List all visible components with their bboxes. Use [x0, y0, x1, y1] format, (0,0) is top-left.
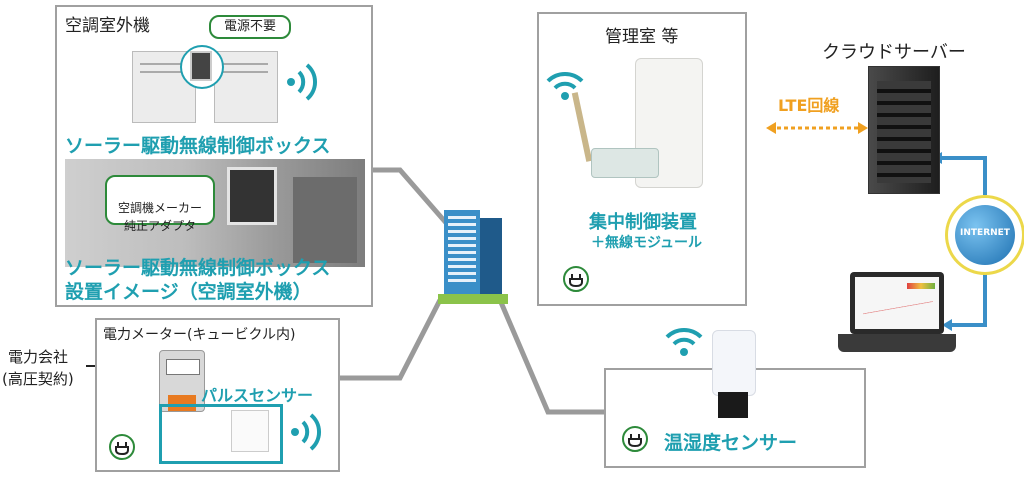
module-base [591, 148, 659, 178]
device-label: 集中制御装置 [589, 212, 697, 233]
control-room-panel: 管理室 等 集中制御装置 ＋無線モジュール [537, 12, 747, 306]
no-power-label: 電源不要 [223, 19, 276, 34]
laptop-icon [838, 272, 956, 366]
meter-panel: 電力メーター(キュービクル内) パルスセンサー [95, 318, 340, 472]
cloud-title: クラウドサーバー [822, 42, 966, 63]
internet-label: INTERNET [960, 228, 1010, 238]
meter-illustration [159, 350, 205, 412]
pulse-sensor-frame [159, 404, 283, 464]
module-label: ＋無線モジュール [591, 235, 703, 251]
meter-title: 電力メーター(キュービクル内) [103, 327, 296, 343]
wireless-module [571, 92, 593, 162]
no-power-bubble: 電源不要 [209, 15, 291, 39]
lte-label: LTE回線 [778, 96, 840, 115]
install-label-line2: 設置イメージ（空調室外機） [65, 281, 312, 303]
ac-unit-illustration [132, 45, 282, 125]
solar-box-label: ソーラー駆動無線制御ボックス [65, 135, 331, 157]
outdoor-unit-title: 空調室外機 [65, 16, 150, 36]
plug-icon [109, 434, 135, 460]
wifi-icon [285, 62, 321, 102]
install-label-line1: ソーラー駆動無線制御ボックス [65, 257, 331, 279]
pulse-sensor-device [231, 410, 269, 452]
control-room-title: 管理室 等 [605, 27, 679, 47]
adapter-label: 空調機メーカー 純正アダプタ [117, 201, 202, 233]
plug-icon [563, 266, 589, 292]
outdoor-unit-panel: 空調室外機 電源不要 ソーラー駆動無線制御ボックス 空調機メーカー 純正アダプタ… [55, 5, 373, 307]
internet-globe-icon: INTERNET [948, 198, 1022, 272]
power-company-label-2: (高圧契約) [2, 370, 74, 388]
sensor-device [712, 330, 756, 420]
pulse-sensor-label: パルスセンサー [201, 386, 314, 405]
server-icon [868, 66, 940, 194]
sensor-panel: 温湿度センサー [604, 368, 866, 468]
power-company-label-1: 電力会社 [8, 348, 69, 366]
wifi-icon [545, 66, 585, 102]
sensor-label: 温湿度センサー [664, 432, 798, 454]
plug-icon [622, 426, 648, 452]
wifi-icon [289, 412, 325, 452]
building-icon [438, 204, 508, 304]
adapter-bubble: 空調機メーカー 純正アダプタ [105, 175, 215, 233]
wifi-icon [664, 322, 704, 358]
